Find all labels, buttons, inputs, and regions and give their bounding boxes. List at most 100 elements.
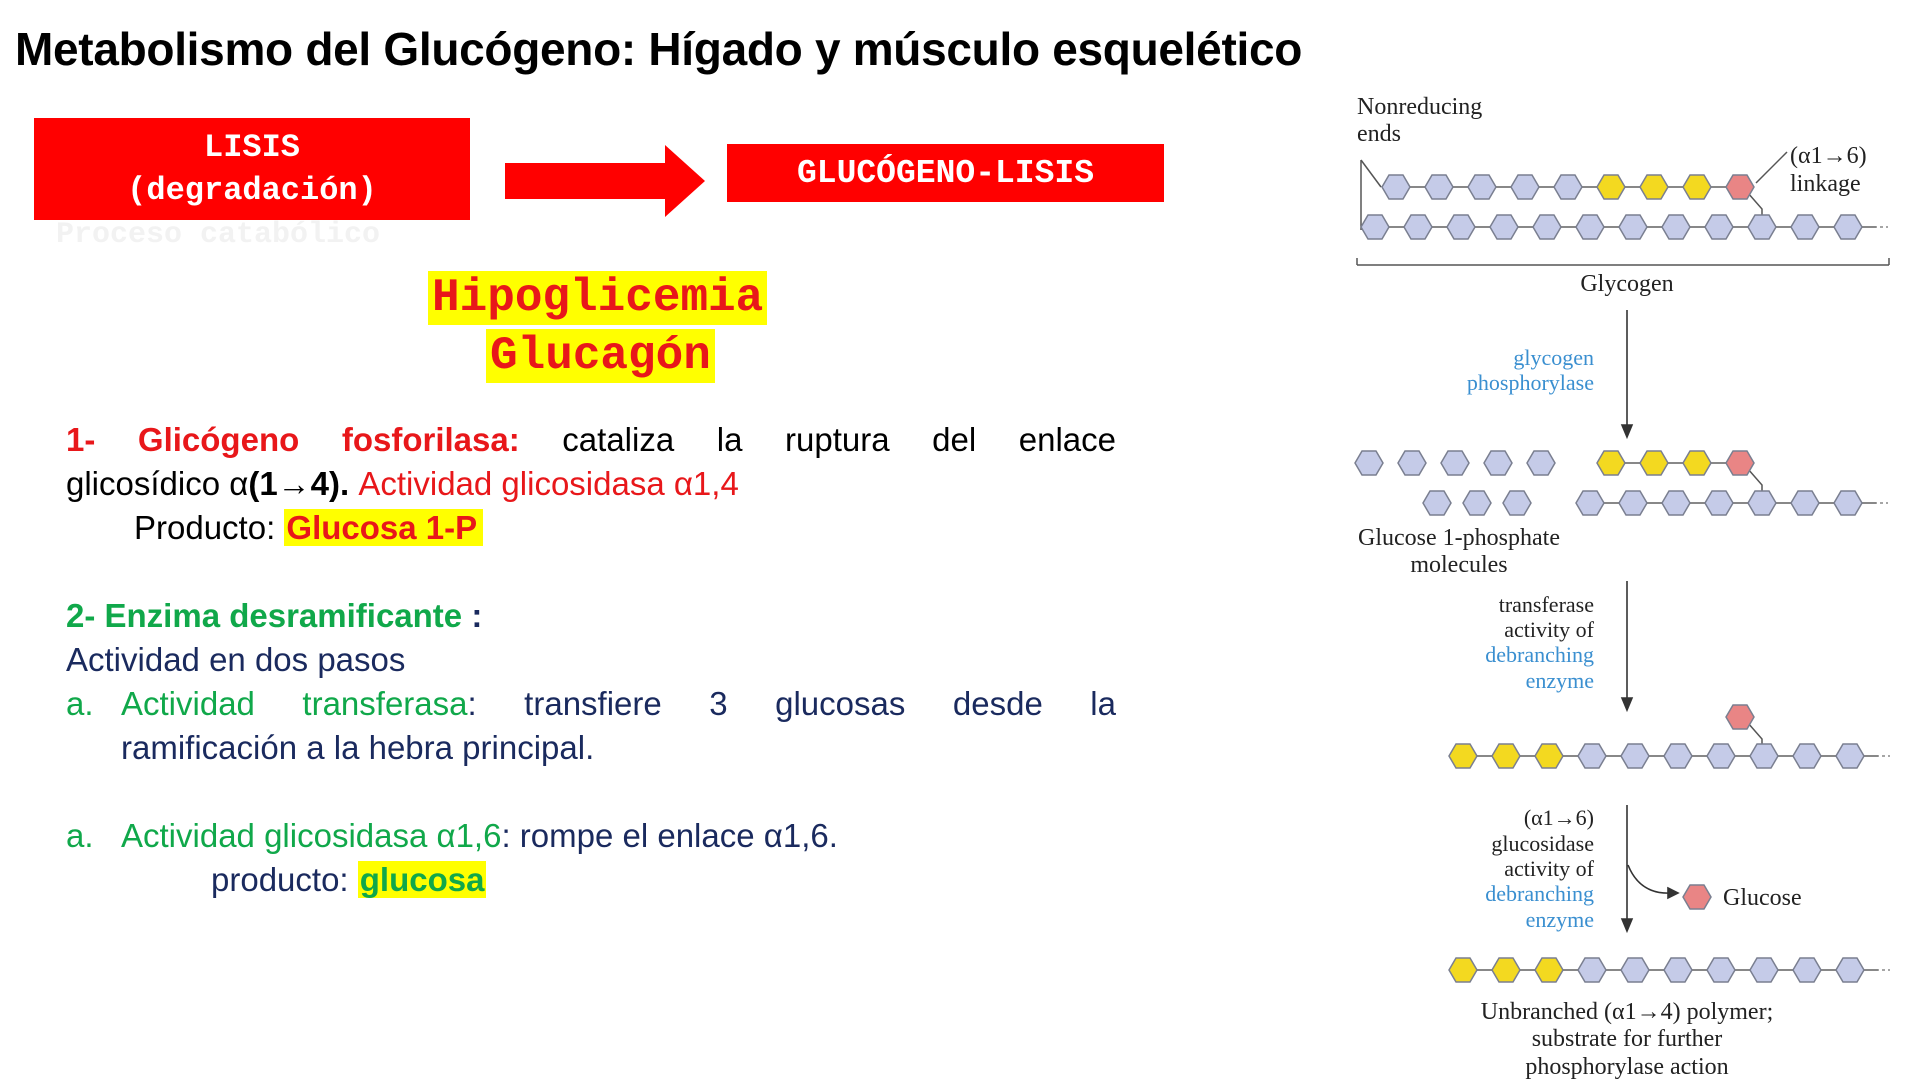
nonreducing-label: Nonreducing [1357, 94, 1482, 120]
glycogen-label: Glycogen [1580, 271, 1673, 297]
final-label-1: Unbranched (α1→4) polymer; [1481, 999, 1774, 1025]
lisis-sublabel: (degradación) [127, 172, 377, 209]
glucose-unit-hexagon [1725, 450, 1755, 476]
glucose-unit-hexagon [1663, 743, 1693, 769]
point-2-colon: : [462, 597, 483, 634]
glucose-unit-hexagon [1354, 450, 1384, 476]
glucose-label: Glucose [1723, 885, 1802, 911]
glucose-unit-hexagon [1534, 743, 1564, 769]
glucose-unit-hexagon [1747, 490, 1777, 516]
point-2-heading: 2- Enzima desramificante : [66, 594, 1116, 638]
g1p-label: Glucose 1-phosphate [1358, 525, 1560, 551]
product-value: Glucosa 1-P [284, 509, 484, 546]
glucose-unit-hexagon [1661, 214, 1691, 240]
point-1-line-2: glicosídico α(1→4). Actividad glicosidas… [66, 462, 1116, 506]
step2-label-2: activity of [1504, 617, 1594, 642]
step-a1-title: Actividad transferasa [121, 685, 468, 722]
glucose-unit-hexagon [1790, 214, 1820, 240]
glucose-unit-hexagon [1704, 490, 1734, 516]
glucose-unit-hexagon [1620, 743, 1650, 769]
glucose-unit-hexagon [1502, 490, 1532, 516]
glucose-unit-hexagon [1725, 704, 1755, 730]
hipoglicemia-highlight: Hipoglicemia [428, 271, 768, 325]
alpha-1-6-linkage [1747, 722, 1763, 744]
lisis-label: LISIS [203, 129, 300, 166]
point-1-text-2: glicosídico α [66, 465, 249, 502]
glucose-unit-hexagon [1663, 957, 1693, 983]
glucose-unit-hexagon [1510, 174, 1540, 200]
product-label: Producto: [134, 509, 285, 546]
final-label-2: substrate for further [1532, 1026, 1723, 1052]
glucose-unit-hexagon [1618, 490, 1648, 516]
step-a1-line: Actividad transferasa: transfiere 3 gluc… [121, 682, 1116, 726]
lisis-box: LISIS (degradación) [34, 118, 470, 220]
step3-label-2: glucosidase [1491, 831, 1594, 856]
step-a2-product: producto: glucosa [66, 858, 1116, 902]
glucose-unit-hexagon [1682, 450, 1712, 476]
glucose-unit-hexagon [1424, 174, 1454, 200]
glucose-unit-hexagon [1749, 743, 1779, 769]
glucose-unit-hexagon [1534, 957, 1564, 983]
product-label-2: producto: [211, 861, 358, 898]
glucose-unit-hexagon [1397, 450, 1427, 476]
glucose-unit-hexagon [1749, 957, 1779, 983]
point-2-subtitle: Actividad en dos pasos [66, 641, 406, 678]
glucose-unit-hexagon [1577, 743, 1607, 769]
point-1-line-1: 1- Glicógeno fosforilasa: cataliza la ru… [66, 418, 1116, 462]
glucose-unit-hexagon [1422, 490, 1452, 516]
step3-label-5: enzyme [1526, 907, 1594, 932]
step2-label-3: debranching [1485, 642, 1594, 667]
glucose-unit-hexagon [1553, 174, 1583, 200]
glucose-unit-hexagon [1596, 174, 1626, 200]
glucose-unit-hexagon [1596, 450, 1626, 476]
glucose-unit-hexagon [1639, 450, 1669, 476]
step-a2-title: Actividad glicosidasa α1,6 [121, 817, 502, 854]
glucose-unit-hexagon [1491, 957, 1521, 983]
glucose-unit-hexagon [1446, 214, 1476, 240]
final-label-3: phosphorylase action [1525, 1054, 1728, 1080]
glucagon-highlight: Glucagón [486, 329, 715, 383]
glucose-unit-hexagon [1661, 490, 1691, 516]
glucose-unit-hexagon [1682, 174, 1712, 200]
glucose-unit-hexagon [1489, 214, 1519, 240]
glucose-unit-hexagon [1448, 743, 1478, 769]
right-arrow-icon [505, 145, 705, 217]
glucose-unit-hexagon [1360, 214, 1390, 240]
point-2-title: 2- Enzima desramificante [66, 597, 463, 634]
content-text: 1- Glicógeno fosforilasa: cataliza la ru… [66, 418, 1116, 902]
glucose-unit-hexagon [1620, 957, 1650, 983]
step-a2: a. Actividad glicosidasa α1,6: rompe el … [66, 814, 1116, 858]
step2-label-4: enzyme [1526, 668, 1594, 693]
glucogenolisis-box: GLUCÓGENO-LISIS [727, 144, 1164, 202]
step-a2-line: Actividad glicosidasa α1,6: rompe el enl… [121, 814, 838, 858]
glucose-unit-hexagon [1833, 490, 1863, 516]
faint-caption: Proceso catabólico [56, 218, 381, 252]
glucose-unit-hexagon [1835, 743, 1865, 769]
glucose-unit-hexagon [1577, 957, 1607, 983]
activity-note: Actividad glicosidasa α1,4 [349, 465, 739, 502]
glucose-unit-hexagon [1483, 450, 1513, 476]
point-1-text: cataliza la ruptura del enlace [519, 421, 1116, 458]
glucose-unit-hexagon [1833, 214, 1863, 240]
glucose-unit-hexagon [1792, 743, 1822, 769]
linkage-label-2: linkage [1790, 171, 1861, 197]
linkage-label: (α1→6) [1790, 143, 1867, 169]
step-a2-marker: a. [66, 817, 94, 854]
glucose-unit-hexagon [1532, 214, 1562, 240]
glucose-unit-hexagon [1790, 490, 1820, 516]
g1p-label-2: molecules [1410, 552, 1507, 578]
glucose-unit-hexagon [1448, 957, 1478, 983]
glucose-unit-hexagon [1462, 490, 1492, 516]
bond-notation: (1→4). [248, 465, 350, 502]
step-a1-marker: a. [66, 685, 94, 722]
glucose-unit-hexagon [1704, 214, 1734, 240]
glucose-unit-hexagon [1639, 174, 1669, 200]
glucose-unit-hexagon [1526, 450, 1556, 476]
glucose-unit-hexagon [1381, 174, 1411, 200]
point-1-heading: 1- Glicógeno fosforilasa: [66, 421, 520, 458]
alpha-1-6-linkage [1747, 192, 1763, 215]
step3-label-1: (α1→6) [1524, 805, 1594, 830]
glucose-unit-hexagon [1575, 490, 1605, 516]
step-a1: a. Actividad transferasa: transfiere 3 g… [66, 682, 1116, 726]
